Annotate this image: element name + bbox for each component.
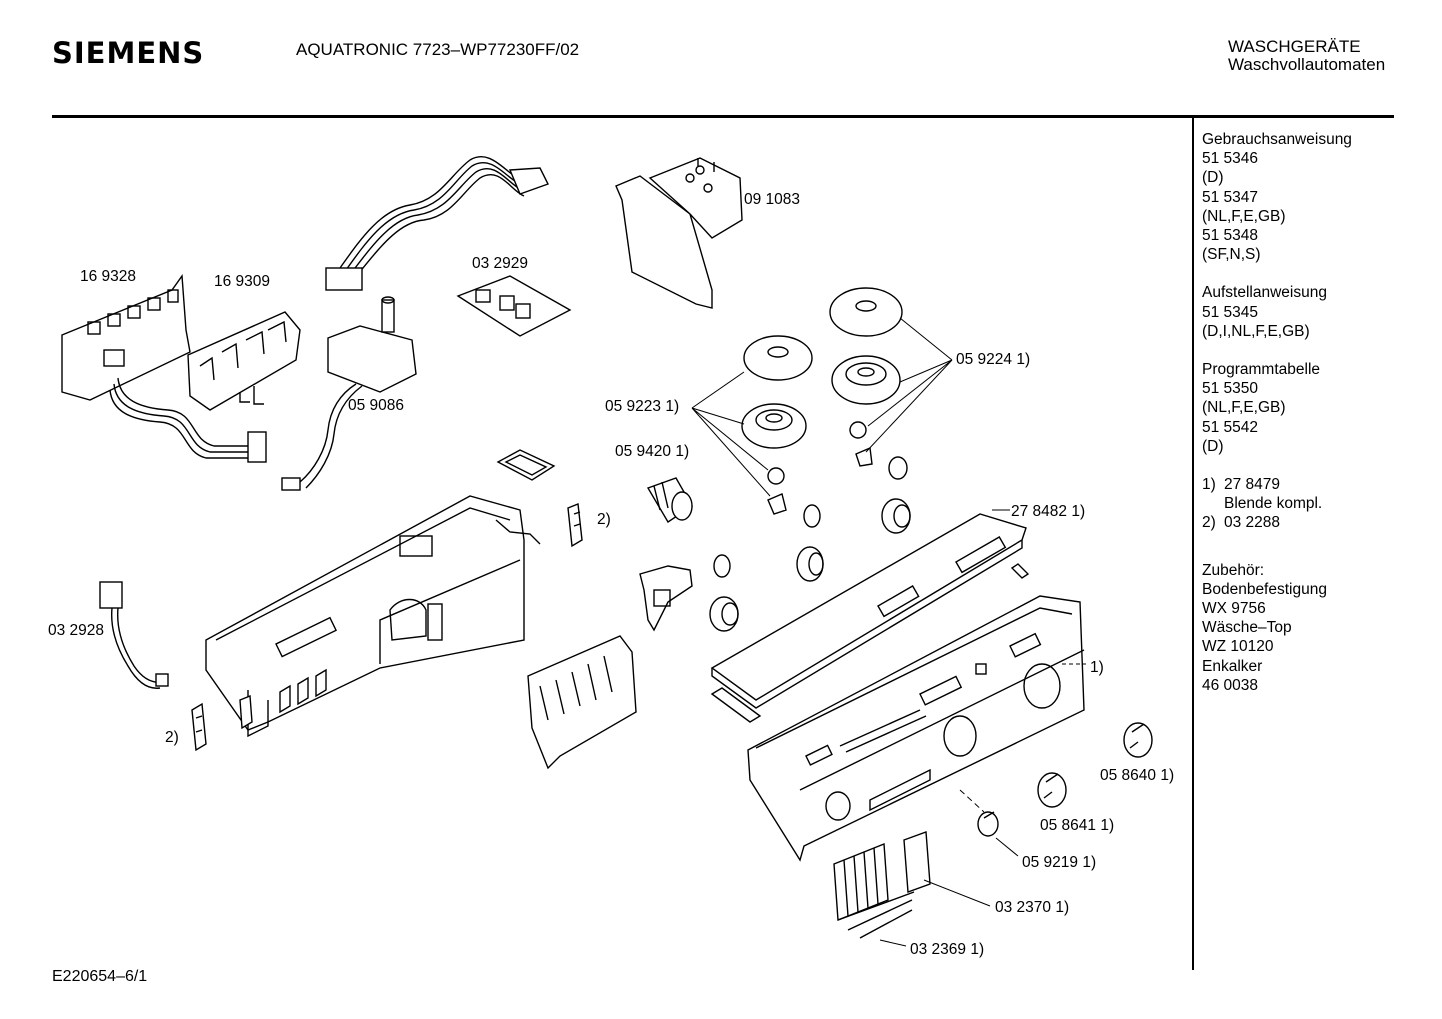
part-label: 03 2369 1) [910, 941, 985, 958]
category-subline: Waschvollautomaten [1228, 55, 1386, 74]
sidebar-line: Aufstellanweisung [1202, 284, 1327, 302]
footnote: Blende kompl. [1202, 494, 1392, 513]
knobs-drawing [977, 722, 1153, 837]
control-panel-drawing [747, 595, 1085, 862]
sidebar-line: 51 5345 [1202, 303, 1259, 321]
sidebar-line: 51 5347 [1202, 188, 1259, 206]
footnotes-group: 1) 27 8479 Blende kompl. 2) 03 2288 [1202, 475, 1392, 533]
sidebar-line: (D) [1202, 169, 1224, 187]
document-sidebar: Gebrauchsanweisung 51 5346 (D) 51 5347 (… [1202, 130, 1392, 714]
part-label: 09 1083 [744, 191, 801, 208]
category-line: WASCHGERÄTE [1228, 37, 1361, 56]
sidebar-line: Enkalker [1202, 657, 1263, 675]
sidebar-divider [1192, 115, 1194, 970]
sidebar-line: 46 0038 [1202, 676, 1259, 694]
part-032928-drawing [99, 581, 169, 689]
footnote-marker: 2) [1202, 514, 1216, 532]
sidebar-line: (NL,F,E,GB) [1202, 399, 1286, 417]
part-label: 05 9219 1) [1022, 854, 1097, 871]
footnote-marker: 1) [1202, 476, 1216, 494]
chassis-frame-drawing [205, 495, 541, 738]
accessories-group: Zubehör: Bodenbefestigung WX 9756 Wäsche… [1202, 561, 1392, 695]
installation-group: Aufstellanweisung 51 5345 (D,I,NL,F,E,GB… [1202, 283, 1392, 341]
sidebar-line: 51 5346 [1202, 150, 1259, 168]
part-label: 27 8482 1) [1011, 503, 1086, 520]
category-heading: WASCHGERÄTE Waschvollautomaten [1228, 38, 1385, 74]
part-label: 03 2928 [48, 622, 105, 639]
sidebar-line: 51 5542 [1202, 418, 1259, 436]
footnote-value: 27 8479 [1224, 476, 1281, 494]
part-059420-drawing [646, 477, 693, 523]
part-label: 03 2370 1) [995, 899, 1070, 916]
sidebar-line: Zubehör: [1202, 561, 1265, 579]
sidebar-line: (D,I,NL,F,E,GB) [1202, 322, 1310, 340]
header-divider [52, 115, 1394, 118]
manual-group: Gebrauchsanweisung 51 5346 (D) 51 5347 (… [1202, 130, 1392, 264]
footnote: 1) 27 8479 [1202, 475, 1392, 494]
part-169328-drawing [61, 274, 191, 401]
sidebar-line: WZ 10120 [1202, 638, 1274, 656]
sidebar-line: Wäsche–Top [1202, 619, 1292, 637]
part-091083-drawing [615, 157, 743, 309]
footnote-value: Blende kompl. [1224, 495, 1323, 513]
knob-caps-drawing [709, 287, 911, 632]
footnote-value: 03 2288 [1224, 514, 1281, 532]
clip-drawing [191, 503, 583, 752]
part-label: 05 9086 [348, 397, 405, 414]
part-169309-drawing [187, 311, 301, 411]
keycaps-drawing [833, 831, 931, 939]
brand-logo: SIEMENS [52, 36, 205, 70]
sidebar-line: WX 9756 [1202, 600, 1266, 618]
footnote: 2) 03 2288 [1202, 513, 1392, 532]
cable-harness-drawing [325, 156, 549, 291]
part-label: 05 9223 1) [605, 398, 680, 415]
part-label: 16 9309 [214, 273, 271, 290]
part-059086-drawing [281, 296, 417, 491]
part-label: 05 8641 1) [1040, 817, 1115, 834]
sidebar-line: Bodenbefestigung [1202, 580, 1327, 598]
sidebar-line: Gebrauchsanweisung [1202, 131, 1352, 148]
part-label: 03 2929 [472, 255, 529, 272]
part-label: 05 9224 1) [956, 351, 1031, 368]
sidebar-line: Programmtabelle [1202, 361, 1321, 379]
part-label: 2) [597, 511, 611, 528]
part-label: 05 9420 1) [615, 443, 690, 460]
sidebar-line: 51 5348 [1202, 227, 1259, 245]
sidebar-line: 51 5350 [1202, 380, 1259, 398]
part-278482-drawing [710, 513, 1030, 723]
part-label: 16 9328 [80, 268, 137, 285]
part-label: 2) [165, 729, 179, 746]
program-table-group: Programmtabelle 51 5350 (NL,F,E,GB) 51 5… [1202, 360, 1392, 456]
sidebar-line: (D) [1202, 437, 1224, 455]
part-label: 1) [1090, 659, 1104, 676]
part-032929-drawing [456, 275, 572, 337]
sidebar-line: (NL,F,E,GB) [1202, 207, 1286, 225]
exploded-parts-drawing [61, 156, 1153, 947]
model-title: AQUATRONIC 7723–WP77230FF/02 [296, 40, 580, 59]
sidebar-line: (SF,N,S) [1202, 246, 1261, 264]
part-label: 05 8640 1) [1100, 767, 1175, 784]
document-code: E220654–6/1 [52, 968, 148, 985]
